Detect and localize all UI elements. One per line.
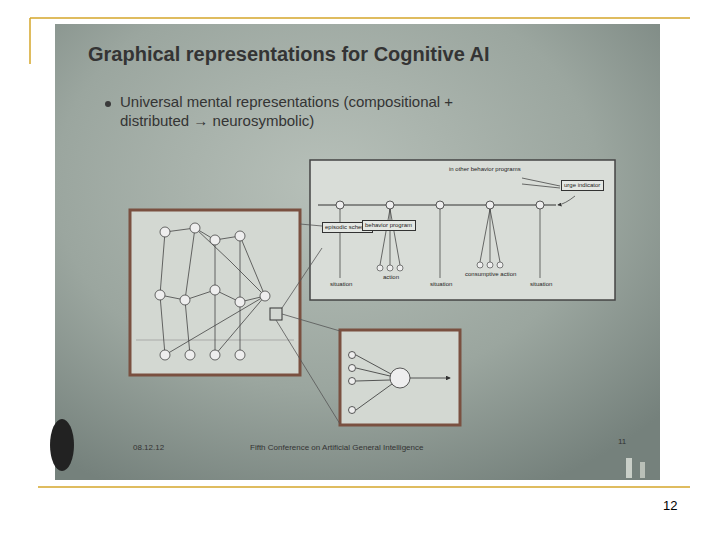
footer-date: 08.12.12 xyxy=(133,443,164,452)
footer-text: Fifth Conference on Artificial General I… xyxy=(250,443,423,452)
diagram-label: situation xyxy=(529,281,553,287)
indicator-box: urge indicator xyxy=(561,180,604,191)
slide-number: 11 xyxy=(618,437,626,446)
diagram-label: in other behavior programs xyxy=(448,166,522,172)
slide: Universal mental representations (compos… xyxy=(55,24,660,480)
page-number: 12 xyxy=(663,498,677,513)
node-text: urge indicator xyxy=(564,182,601,189)
diagram-label: situation xyxy=(329,281,353,287)
diagram-label: action xyxy=(382,274,400,280)
diagram-label: situation xyxy=(429,281,453,287)
schema-box: behavior program xyxy=(362,220,416,231)
diagram-label: consumptive action xyxy=(464,271,517,277)
node-text: behavior program xyxy=(365,222,413,229)
bullet-text: Universal mental representations (compos… xyxy=(120,92,490,130)
slide-title: Graphical representations for Cognitive … xyxy=(88,43,490,66)
